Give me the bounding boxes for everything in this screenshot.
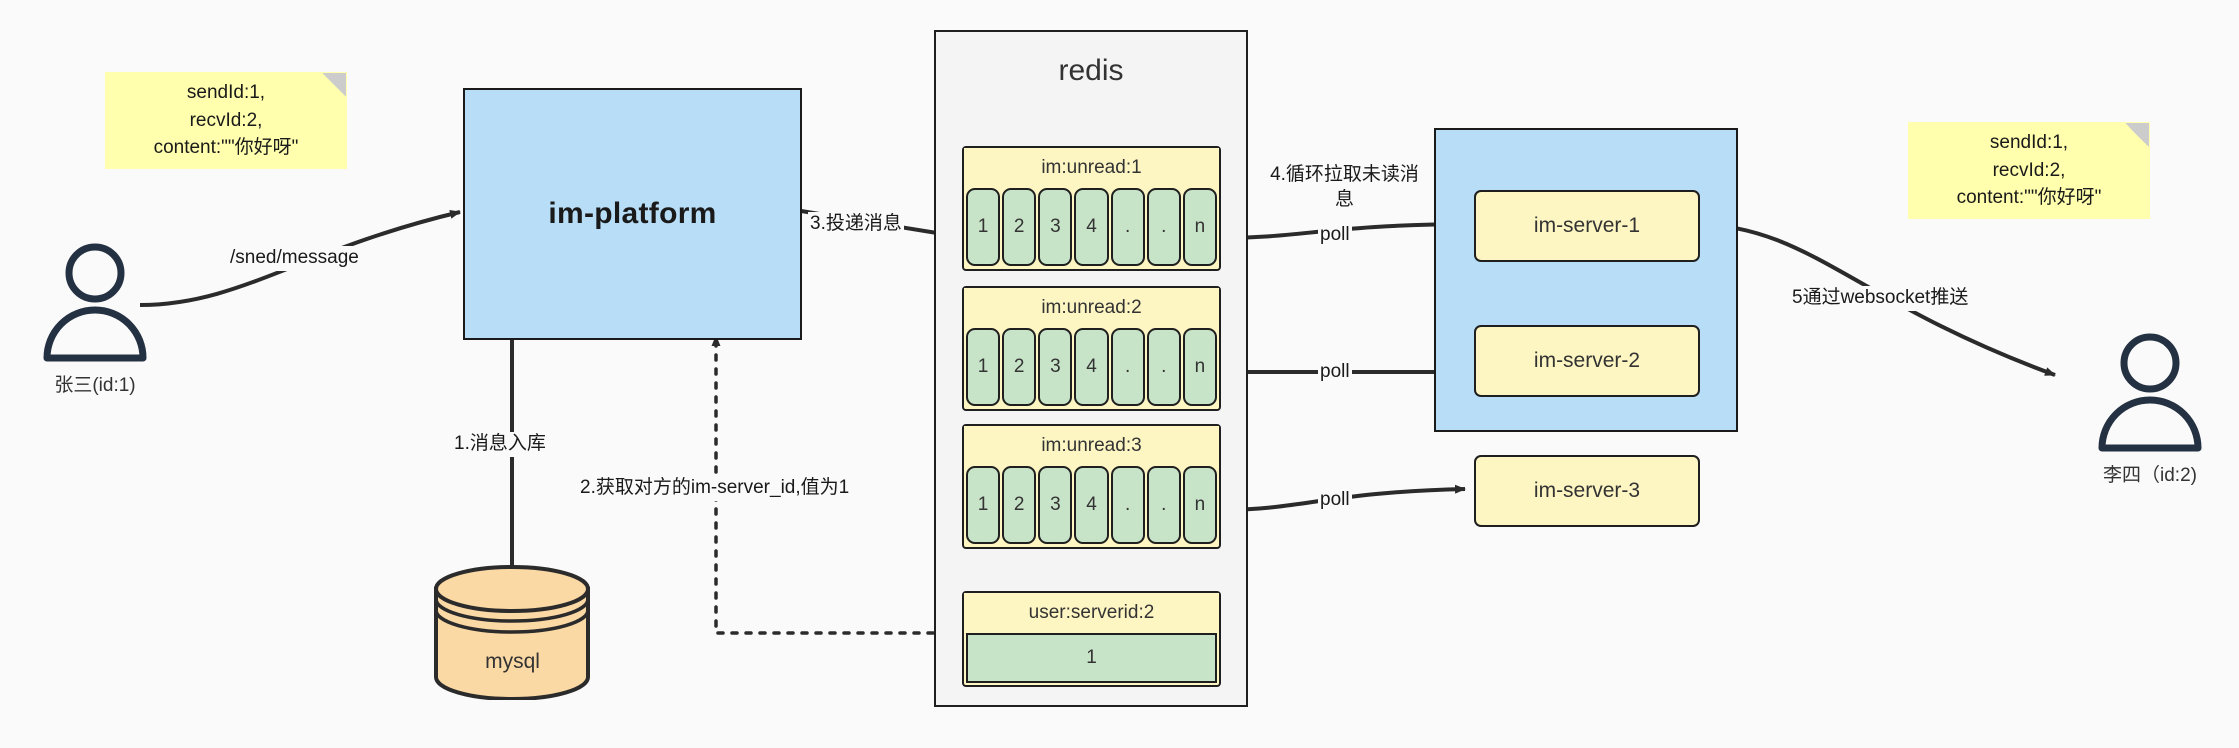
note-left-text: sendId:1, recvId:2, content:""你好呀" <box>153 82 299 159</box>
note-fold-icon <box>322 73 346 97</box>
list-item: . <box>1110 466 1145 544</box>
note-right-text: sendId:1, recvId:2, content:""你好呀" <box>1956 132 2102 209</box>
edge-label-step4: 4.循环拉取未读消 息 <box>1255 163 1434 213</box>
list-item: n <box>1182 328 1217 406</box>
mysql-database[interactable]: mysql <box>430 565 595 701</box>
redis-list-3-key: im:unread:3 <box>964 426 1219 466</box>
note-left: sendId:1, recvId:2, content:""你好呀" <box>105 72 347 169</box>
actor-lisi <box>2085 330 2215 455</box>
list-item: 3 <box>1038 328 1073 406</box>
mysql-label: mysql <box>485 650 540 673</box>
list-item: n <box>1182 466 1217 544</box>
edge-label-step5: 5通过websocket推送 <box>1790 286 1971 311</box>
list-item: . <box>1146 466 1181 544</box>
list-item: 1 <box>966 466 1001 544</box>
list-item: 3 <box>1038 466 1073 544</box>
edge-label-step1: 1.消息入库 <box>452 432 548 457</box>
list-item: . <box>1146 188 1181 266</box>
redis-kv-key: user:serverid:2 <box>964 593 1219 633</box>
database-cylinder-icon <box>434 565 590 701</box>
actor-lisi-label: 李四（id:2) <box>2103 465 2197 486</box>
redis-list-3-cells: 1 2 3 4 . . n <box>964 466 1219 547</box>
list-item: 2 <box>1002 328 1037 406</box>
edge-label-poll-3: poll <box>1318 488 1352 513</box>
list-item: . <box>1110 188 1145 266</box>
redis-list-im-unread-3[interactable]: im:unread:3 1 2 3 4 . . n <box>962 424 1221 549</box>
note-right: sendId:1, recvId:2, content:""你好呀" <box>1908 122 2150 219</box>
redis-list-1-cells: 1 2 3 4 . . n <box>964 188 1219 269</box>
list-item: . <box>1110 328 1145 406</box>
redis-list-2-cells: 1 2 3 4 . . n <box>964 328 1219 409</box>
user-icon <box>2098 333 2202 452</box>
im-platform-box[interactable]: im-platform <box>463 88 802 340</box>
list-item: . <box>1146 328 1181 406</box>
edge-label-poll-1: poll <box>1318 223 1352 248</box>
user-icon <box>43 243 147 362</box>
actor-zhangsan-label: 张三(id:1) <box>54 375 136 396</box>
list-item: 1 <box>966 188 1001 266</box>
note-fold-icon <box>2125 123 2149 147</box>
redis-list-1-key: im:unread:1 <box>964 148 1219 188</box>
redis-list-im-unread-1[interactable]: im:unread:1 1 2 3 4 . . n <box>962 146 1221 271</box>
redis-kv-value: 1 <box>966 633 1217 683</box>
edge-label-send-message: /sned/message <box>228 246 361 271</box>
im-platform-label: im-platform <box>548 197 717 230</box>
redis-list-2-key: im:unread:2 <box>964 288 1219 328</box>
im-server-3-box[interactable]: im-server-3 <box>1474 455 1700 527</box>
list-item: n <box>1182 188 1217 266</box>
im-server-2-box[interactable]: im-server-2 <box>1474 325 1700 397</box>
redis-list-im-unread-2[interactable]: im:unread:2 1 2 3 4 . . n <box>962 286 1221 411</box>
redis-title: redis <box>1058 54 1124 87</box>
im-server-1-box[interactable]: im-server-1 <box>1474 190 1700 262</box>
list-item: 4 <box>1074 466 1109 544</box>
list-item: 3 <box>1038 188 1073 266</box>
list-item: 4 <box>1074 188 1109 266</box>
edge-label-step3: 3.投递消息 <box>808 212 904 237</box>
edge-label-poll-2: poll <box>1318 360 1352 385</box>
list-item: 4 <box>1074 328 1109 406</box>
list-item: 2 <box>1002 188 1037 266</box>
list-item: 1 <box>966 328 1001 406</box>
redis-kv-user-serverid[interactable]: user:serverid:2 1 <box>962 591 1221 687</box>
edge-label-step2: 2.获取对方的im-server_id,值为1 <box>578 476 852 501</box>
list-item: 2 <box>1002 466 1037 544</box>
actor-zhangsan <box>30 240 160 365</box>
